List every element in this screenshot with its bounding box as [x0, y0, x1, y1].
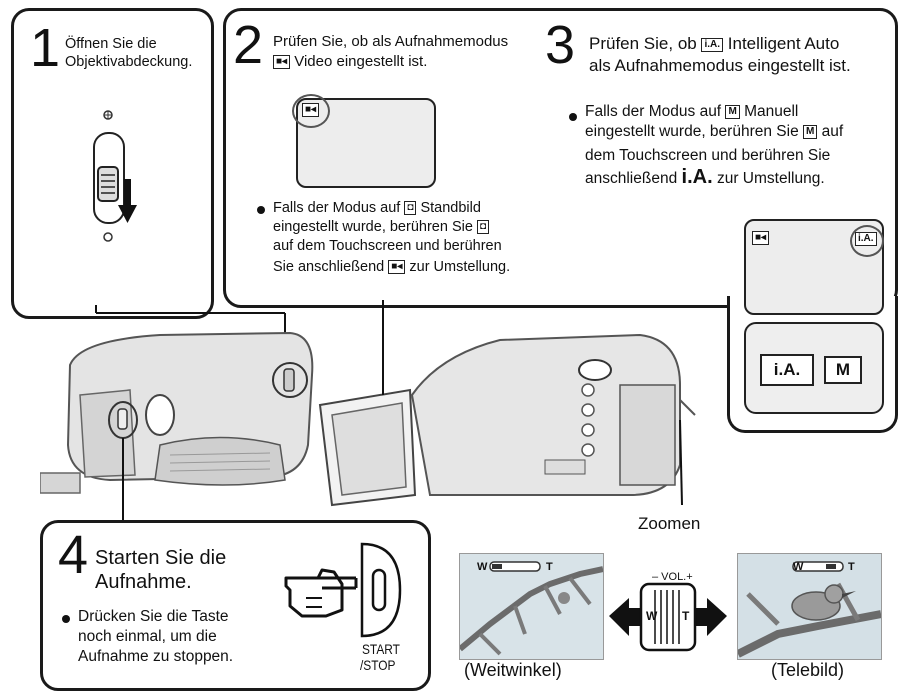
manual-mode-button[interactable]: M [824, 356, 862, 384]
step2-note-line1-text: Falls der Modus auf [273, 200, 401, 216]
intelligent-auto-icon: i.A. [855, 232, 877, 246]
step2-text-line2: ■◂ Video eingestellt ist. [273, 53, 427, 71]
intelligent-auto-highlight-circle [850, 225, 884, 257]
step1-box: 1 Öffnen Sie die Objektivabdeckung. [11, 8, 214, 319]
step1-text-line1: Öffnen Sie die [65, 36, 157, 52]
step3-text-line1: Prüfen Sie, ob i.A. Intelligent Auto [589, 33, 839, 54]
step2-text-line1: Prüfen Sie, ob als Aufnahmemodus [273, 33, 509, 50]
zoom-label: Zoomen [638, 514, 701, 533]
tele-zoom-t-mark: T [848, 561, 855, 573]
video-mode-icon: ■◂ [273, 55, 291, 70]
step3-note-bullet [569, 113, 577, 121]
manual-mode-icon: M [803, 124, 818, 139]
start-stop-label-line2: /STOP [360, 657, 396, 673]
manual-mode-icon: M [725, 104, 740, 119]
zoom-lever-t-label: T [682, 609, 690, 623]
step3-line1-text-a: Prüfen Sie, ob [589, 34, 697, 53]
step3-screen-preview: ■◂ i.A. [744, 219, 884, 315]
step2-note-line4-text-a: Sie anschließend [273, 259, 385, 275]
telephoto-caption: (Telebild) [771, 660, 845, 680]
step3-note-line4-text-c: zur Umstellung. [716, 170, 825, 187]
lens-cover-slider-illustration [93, 110, 137, 242]
video-mode-icon: ■◂ [302, 103, 320, 117]
hand-pressing-icon [284, 568, 358, 618]
step4-number: 4 [58, 525, 89, 585]
vol-label: – VOL.+ [652, 571, 693, 583]
step2-connector-line [382, 300, 384, 395]
step3-note-line1-text-a: Falls der Modus auf [585, 103, 722, 120]
intelligent-auto-icon: i.A. [701, 37, 724, 52]
step2-number: 2 [233, 15, 264, 75]
step2-note-line4-text-b: zur Umstellung. [409, 259, 511, 275]
step2-note-bullet [257, 206, 265, 214]
wide-zoom-w-mark: W [477, 561, 488, 573]
still-mode-icon: ◘ [404, 201, 417, 216]
step4-note-line1: Drücken Sie die Taste [78, 608, 229, 625]
step1-number: 1 [30, 18, 61, 78]
still-mode-icon: ◘ [476, 220, 489, 235]
start-stop-button[interactable] [356, 540, 404, 640]
step4-text-line1: Starten Sie die [95, 547, 227, 569]
zoom-lever-w-label: W [646, 609, 658, 623]
video-mode-icon: ■◂ [752, 231, 770, 245]
step2-note-line1-text-b: Standbild [420, 200, 481, 216]
step2-note-line2-text: eingestellt wurde, berühren Sie [273, 219, 473, 235]
start-stop-label-line1: START [362, 641, 400, 657]
wide-angle-caption: (Weitwinkel) [464, 660, 562, 680]
step3-number: 3 [545, 15, 576, 75]
step3-note-line2-text-b: auf [821, 123, 844, 140]
zoom-lever[interactable] [607, 580, 729, 660]
video-icon-highlight-circle [292, 94, 330, 128]
step3-note-line4-text-a: anschließend [585, 170, 678, 187]
step2-note-line4: Sie anschließend ■◂ zur Umstellung. [273, 258, 510, 276]
step2-screen-preview: ■◂ [292, 94, 436, 188]
step3-note-line2-text-a: eingestellt wurde, berühren Sie [585, 123, 799, 140]
wide-angle-photo [459, 553, 604, 660]
wide-zoom-t-mark: T [546, 561, 553, 573]
step3-note-line1: Falls der Modus auf M Manuell [585, 103, 798, 121]
step3-note-line4: anschließend i.A. zur Umstellung. [585, 166, 825, 188]
step4-text-line2: Aufnahme. [95, 571, 192, 593]
telephoto-photo [737, 553, 882, 660]
step3-note-line3: dem Touchscreen und berühren Sie [585, 147, 831, 164]
step2-line2-text: Video eingestellt ist. [294, 53, 428, 70]
step2-note-line3: auf dem Touchscreen und berühren [273, 238, 502, 254]
step4-note-bullet [62, 615, 70, 623]
mode-select-panel: i.A. M [744, 322, 884, 414]
step3-line1-text-b: Intelligent Auto [727, 34, 840, 53]
step1-text-line2: Objektivabdeckung. [65, 54, 193, 70]
intelligent-auto-large-icon: i.A. [681, 166, 713, 188]
video-mode-icon: ■◂ [388, 260, 406, 275]
step2-note-line2: eingestellt wurde, berühren Sie ◘ [273, 218, 489, 236]
step4-note-line2: noch einmal, um die [78, 628, 217, 645]
step3-note-line2: eingestellt wurde, berühren Sie M auf [585, 123, 843, 141]
tele-zoom-w-mark: W [793, 561, 804, 573]
step2-note-line1: Falls der Modus auf ◘ Standbild [273, 199, 481, 217]
step3-text-line2: als Aufnahmemodus eingestellt ist. [589, 56, 851, 75]
step3-note-line1-text-b: Manuell [744, 103, 799, 120]
intelligent-auto-button[interactable]: i.A. [760, 354, 814, 386]
step4-note-line3: Aufnahme zu stoppen. [78, 648, 234, 665]
camcorder-illustration [40, 305, 696, 520]
